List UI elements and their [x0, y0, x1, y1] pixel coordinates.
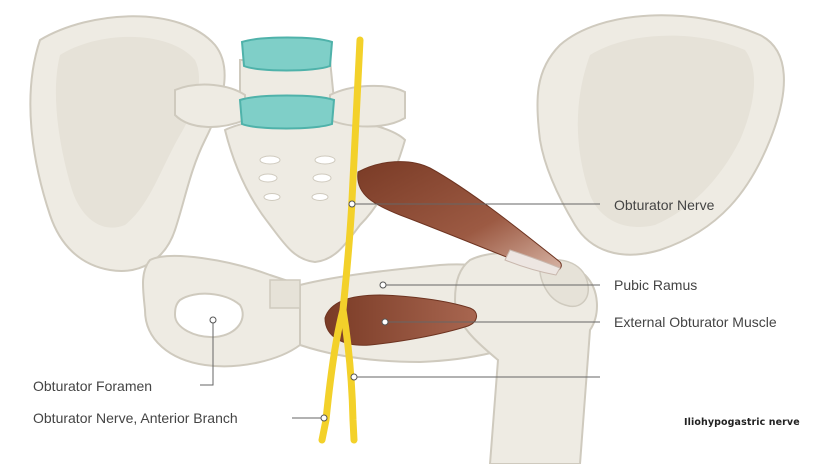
label-external-obturator-muscle: External Obturator Muscle [614, 314, 777, 330]
vertebra-wing-right [330, 86, 405, 127]
upper-muscle [358, 162, 562, 273]
disc-lower [240, 96, 334, 129]
label-obturator-nerve: Obturator Nerve [614, 197, 714, 213]
label-pubic-ramus: Pubic Ramus [614, 277, 697, 293]
label-obturator-foramen: Obturator Foramen [33, 378, 152, 394]
sacral-foramen-1 [260, 156, 280, 164]
watermark-text: Iliohypogastric nerve [684, 415, 820, 431]
sacral-foramen-5 [264, 194, 280, 201]
pubic-symphysis [270, 280, 300, 308]
sacral-foramen-3 [259, 174, 277, 182]
label-anterior-branch: Obturator Nerve, Anterior Branch [33, 410, 238, 426]
disc-upper [242, 38, 332, 71]
sacral-foramen-4 [313, 174, 331, 182]
sacral-foramen-6 [312, 194, 328, 201]
vertebra-wing-left [175, 85, 245, 127]
sacral-foramen-2 [315, 156, 335, 164]
obturator-foramen-shape [175, 294, 243, 337]
